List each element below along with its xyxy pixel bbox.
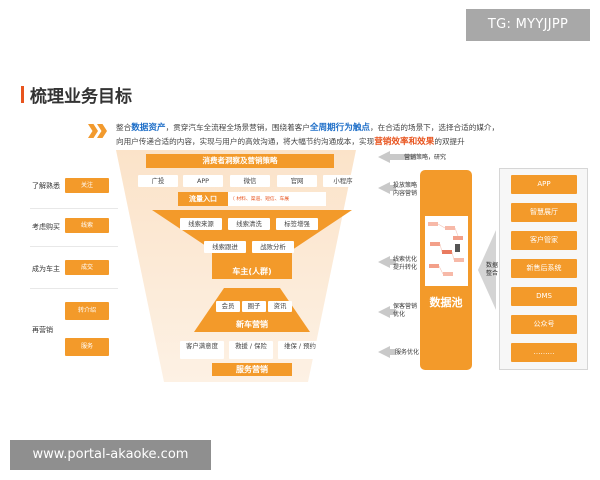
arrow-left-icon [378, 346, 390, 358]
stage-divider [30, 246, 118, 247]
arrow-body [390, 349, 396, 355]
watermark-bottom: www.portal-akaoke.com [10, 440, 211, 470]
system-item: 新售后系统 [511, 259, 577, 278]
side-label: 投放策略 内容营销 [393, 182, 418, 197]
traffic-entry-sub: （ 材料、渠道、短信、车展 [230, 197, 290, 202]
system-item: 客户管家 [511, 231, 577, 250]
side-label: 线索优化 提升转化 [393, 256, 418, 271]
service-chip: 客户满意度 [180, 341, 224, 359]
arrow-left-icon [378, 182, 390, 194]
integration-arrow-icon [478, 230, 496, 310]
data-integration-label: 数据整合 [486, 262, 499, 277]
chevron-icon [88, 124, 98, 138]
service-chip: 救援 / 保险 [229, 341, 273, 359]
data-graph-icon [428, 222, 464, 276]
lead-chip: 线索清洗 [228, 218, 270, 230]
channel-chip: 广投 [138, 175, 178, 187]
stage-divider [30, 288, 118, 289]
side-label: 服务优化 [395, 349, 420, 356]
service-bar: 服务营销 [212, 363, 292, 376]
system-item: DMS [511, 287, 577, 306]
member-chip: 会员 [216, 301, 240, 312]
arrow-body [390, 259, 396, 265]
stage-box: 服务 [65, 338, 109, 356]
channel-chip: 官网 [277, 175, 317, 187]
stage-box: 线索 [65, 218, 109, 233]
channel-chip: 小程序 [323, 175, 363, 187]
page-title: 梳理业务目标 [30, 87, 132, 107]
arrow-body [390, 309, 396, 315]
stage-label: 了解熟悉 [32, 182, 60, 190]
stage-label: 再营销 [32, 326, 53, 334]
system-item: 公众号 [511, 315, 577, 334]
side-label: 保客营销 优化 [393, 303, 418, 318]
new-car-bar: 新车营销 [212, 318, 292, 331]
arrow-left-icon [378, 151, 390, 163]
traffic-entry-bar: 流量入口 [178, 192, 228, 206]
title-accent-bar [21, 86, 24, 103]
stage-box: 成交 [65, 260, 109, 275]
channel-chip: 微信 [230, 175, 270, 187]
stage-label: 考虑购买 [32, 223, 60, 231]
service-chip: 维保 / 预约 [278, 341, 322, 359]
watermark-top: TG: MYYJJPP [466, 9, 590, 41]
system-item: 智慧展厅 [511, 203, 577, 222]
stage-label: 成为车主 [32, 265, 60, 273]
arrow-left-icon [378, 306, 390, 318]
channel-chip: APP [183, 175, 223, 187]
arrow-left-icon [378, 256, 390, 268]
strategy-bar: 消费者洞察及营销策略 [146, 154, 334, 168]
lead-chip: 线索跟进 [204, 241, 246, 253]
side-label: 营销策略，研究 [404, 154, 447, 161]
lead-chip: 战败分析 [252, 241, 294, 253]
data-pool-inner [425, 216, 468, 286]
chevron-icon [97, 124, 107, 138]
member-chip: 资讯 [268, 301, 292, 312]
lead-chip: 标签增强 [276, 218, 318, 230]
system-item: ……… [511, 343, 577, 362]
lead-chip: 线索来源 [180, 218, 222, 230]
arrow-body [390, 154, 416, 160]
owner-bar: 车主(人群) [212, 264, 292, 279]
system-item: APP [511, 175, 577, 194]
data-pool-label: 数据池 [429, 296, 463, 309]
member-chip: 圈子 [242, 301, 266, 312]
arrow-body [390, 185, 396, 191]
stage-box: 关注 [65, 178, 109, 193]
stage-divider [30, 208, 118, 209]
intro-text: 整合数据资产，贯穿汽车全流程全场景营销，围绕着客户全周期行为触点，在合适的场景下… [116, 123, 500, 147]
stage-box: 转介绍 [65, 302, 109, 320]
